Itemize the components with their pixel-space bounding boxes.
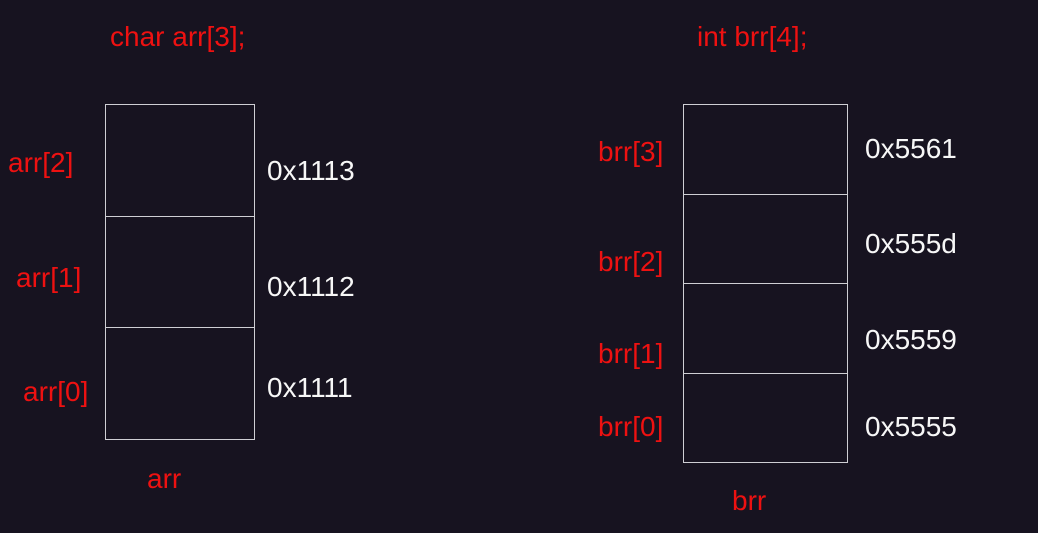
address-label-0x1112: 0x1112 (267, 271, 355, 302)
element-label-brr-3: brr[3] (598, 136, 664, 167)
memory-cell-arr-0 (106, 328, 254, 439)
int-array-box (683, 104, 848, 463)
char-array-declaration: char arr[3]; (110, 21, 246, 52)
element-label-brr-1: brr[1] (598, 338, 664, 369)
address-label-0x5561: 0x5561 (865, 133, 957, 164)
address-label-0x555d: 0x555d (865, 228, 957, 259)
array-name-brr: brr (732, 485, 767, 516)
address-label-0x1113: 0x1113 (267, 155, 355, 186)
char-array-box (105, 104, 255, 440)
memory-cell-arr-2 (106, 105, 254, 217)
element-label-arr-1: arr[1] (16, 262, 82, 293)
element-label-arr-2: arr[2] (8, 147, 74, 178)
element-label-brr-0: brr[0] (598, 411, 664, 442)
element-label-arr-0: arr[0] (23, 376, 89, 407)
element-label-brr-2: brr[2] (598, 246, 664, 277)
memory-cell-arr-1 (106, 217, 254, 328)
memory-cell-brr-3 (684, 105, 847, 195)
memory-cell-brr-2 (684, 195, 847, 284)
address-label-0x1111: 0x1111 (267, 372, 353, 403)
memory-cell-brr-0 (684, 374, 847, 463)
address-label-0x5555: 0x5555 (865, 411, 957, 442)
memory-cell-brr-1 (684, 284, 847, 374)
address-label-0x5559: 0x5559 (865, 324, 957, 355)
array-name-arr: arr (147, 463, 182, 494)
int-array-declaration: int brr[4]; (697, 21, 808, 52)
